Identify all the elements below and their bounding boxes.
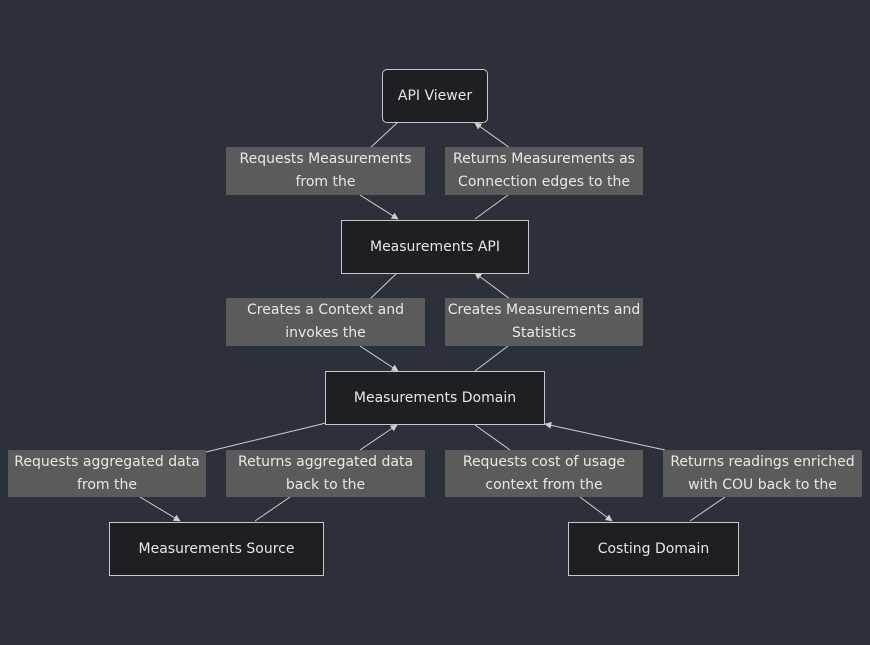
edge-label-line: Connection edges to the — [458, 174, 630, 190]
edge-label-api-to-domain: Creates a Context and invokes the — [226, 298, 425, 346]
edge-label-domain-to-costing: Requests cost of usage context from the — [445, 450, 643, 497]
edge-label-line: invokes the — [285, 325, 366, 341]
edge-label-line: from the — [295, 174, 356, 190]
edge-label-line: context from the — [485, 476, 603, 493]
edge-domain-to-source — [139, 422, 327, 521]
edge-label-line: Requests Measurements — [239, 151, 412, 167]
edge-label-line: with COU back to the — [688, 476, 837, 493]
edge-costing-to-domain — [545, 424, 726, 522]
edge-label-line: Requests aggregated data — [14, 453, 200, 470]
node-measurements-domain[interactable]: Measurements Domain — [325, 371, 545, 425]
edge-label-line: Returns Measurements as — [453, 151, 635, 167]
edge-label-line: Statistics — [512, 325, 576, 341]
node-measurements-api[interactable]: Measurements API — [341, 220, 529, 274]
edge-label-domain-to-api: Creates Measurements and Statistics — [445, 298, 643, 346]
node-api-viewer[interactable]: API Viewer — [382, 69, 488, 123]
edge-label-line: from the — [76, 476, 137, 493]
edge-label-api-to-viewer: Returns Measurements as Connection edges… — [445, 147, 643, 195]
edge-api-to-domain — [359, 272, 398, 371]
edge-label-line: Returns aggregated data — [237, 453, 414, 470]
edge-label-line: Returns readings enriched — [670, 453, 855, 470]
edge-label-costing-to-domain: Returns readings enriched with COU back … — [663, 450, 862, 497]
edge-label-line: Creates a Context and — [247, 302, 404, 318]
edge-label-line: Requests cost of usage — [462, 453, 626, 470]
edge-source-to-domain — [254, 425, 397, 522]
edge-domain-to-costing — [474, 424, 612, 521]
node-costing-domain[interactable]: Costing Domain — [568, 522, 739, 576]
edge-label-line: Creates Measurements and — [447, 302, 641, 318]
edge-domain-to-api — [475, 273, 511, 372]
edge-label-viewer-to-api: Requests Measurements from the — [226, 147, 425, 195]
edge-api-to-viewer — [475, 123, 511, 220]
node-measurements-source[interactable]: Measurements Source — [109, 522, 324, 576]
edge-label-source-to-domain: Returns aggregated data back to the — [226, 450, 425, 497]
edge-label-domain-to-source: Requests aggregated data from the — [8, 450, 206, 497]
edge-label-line: back to the — [285, 476, 366, 493]
edge-viewer-to-api — [359, 122, 398, 219]
